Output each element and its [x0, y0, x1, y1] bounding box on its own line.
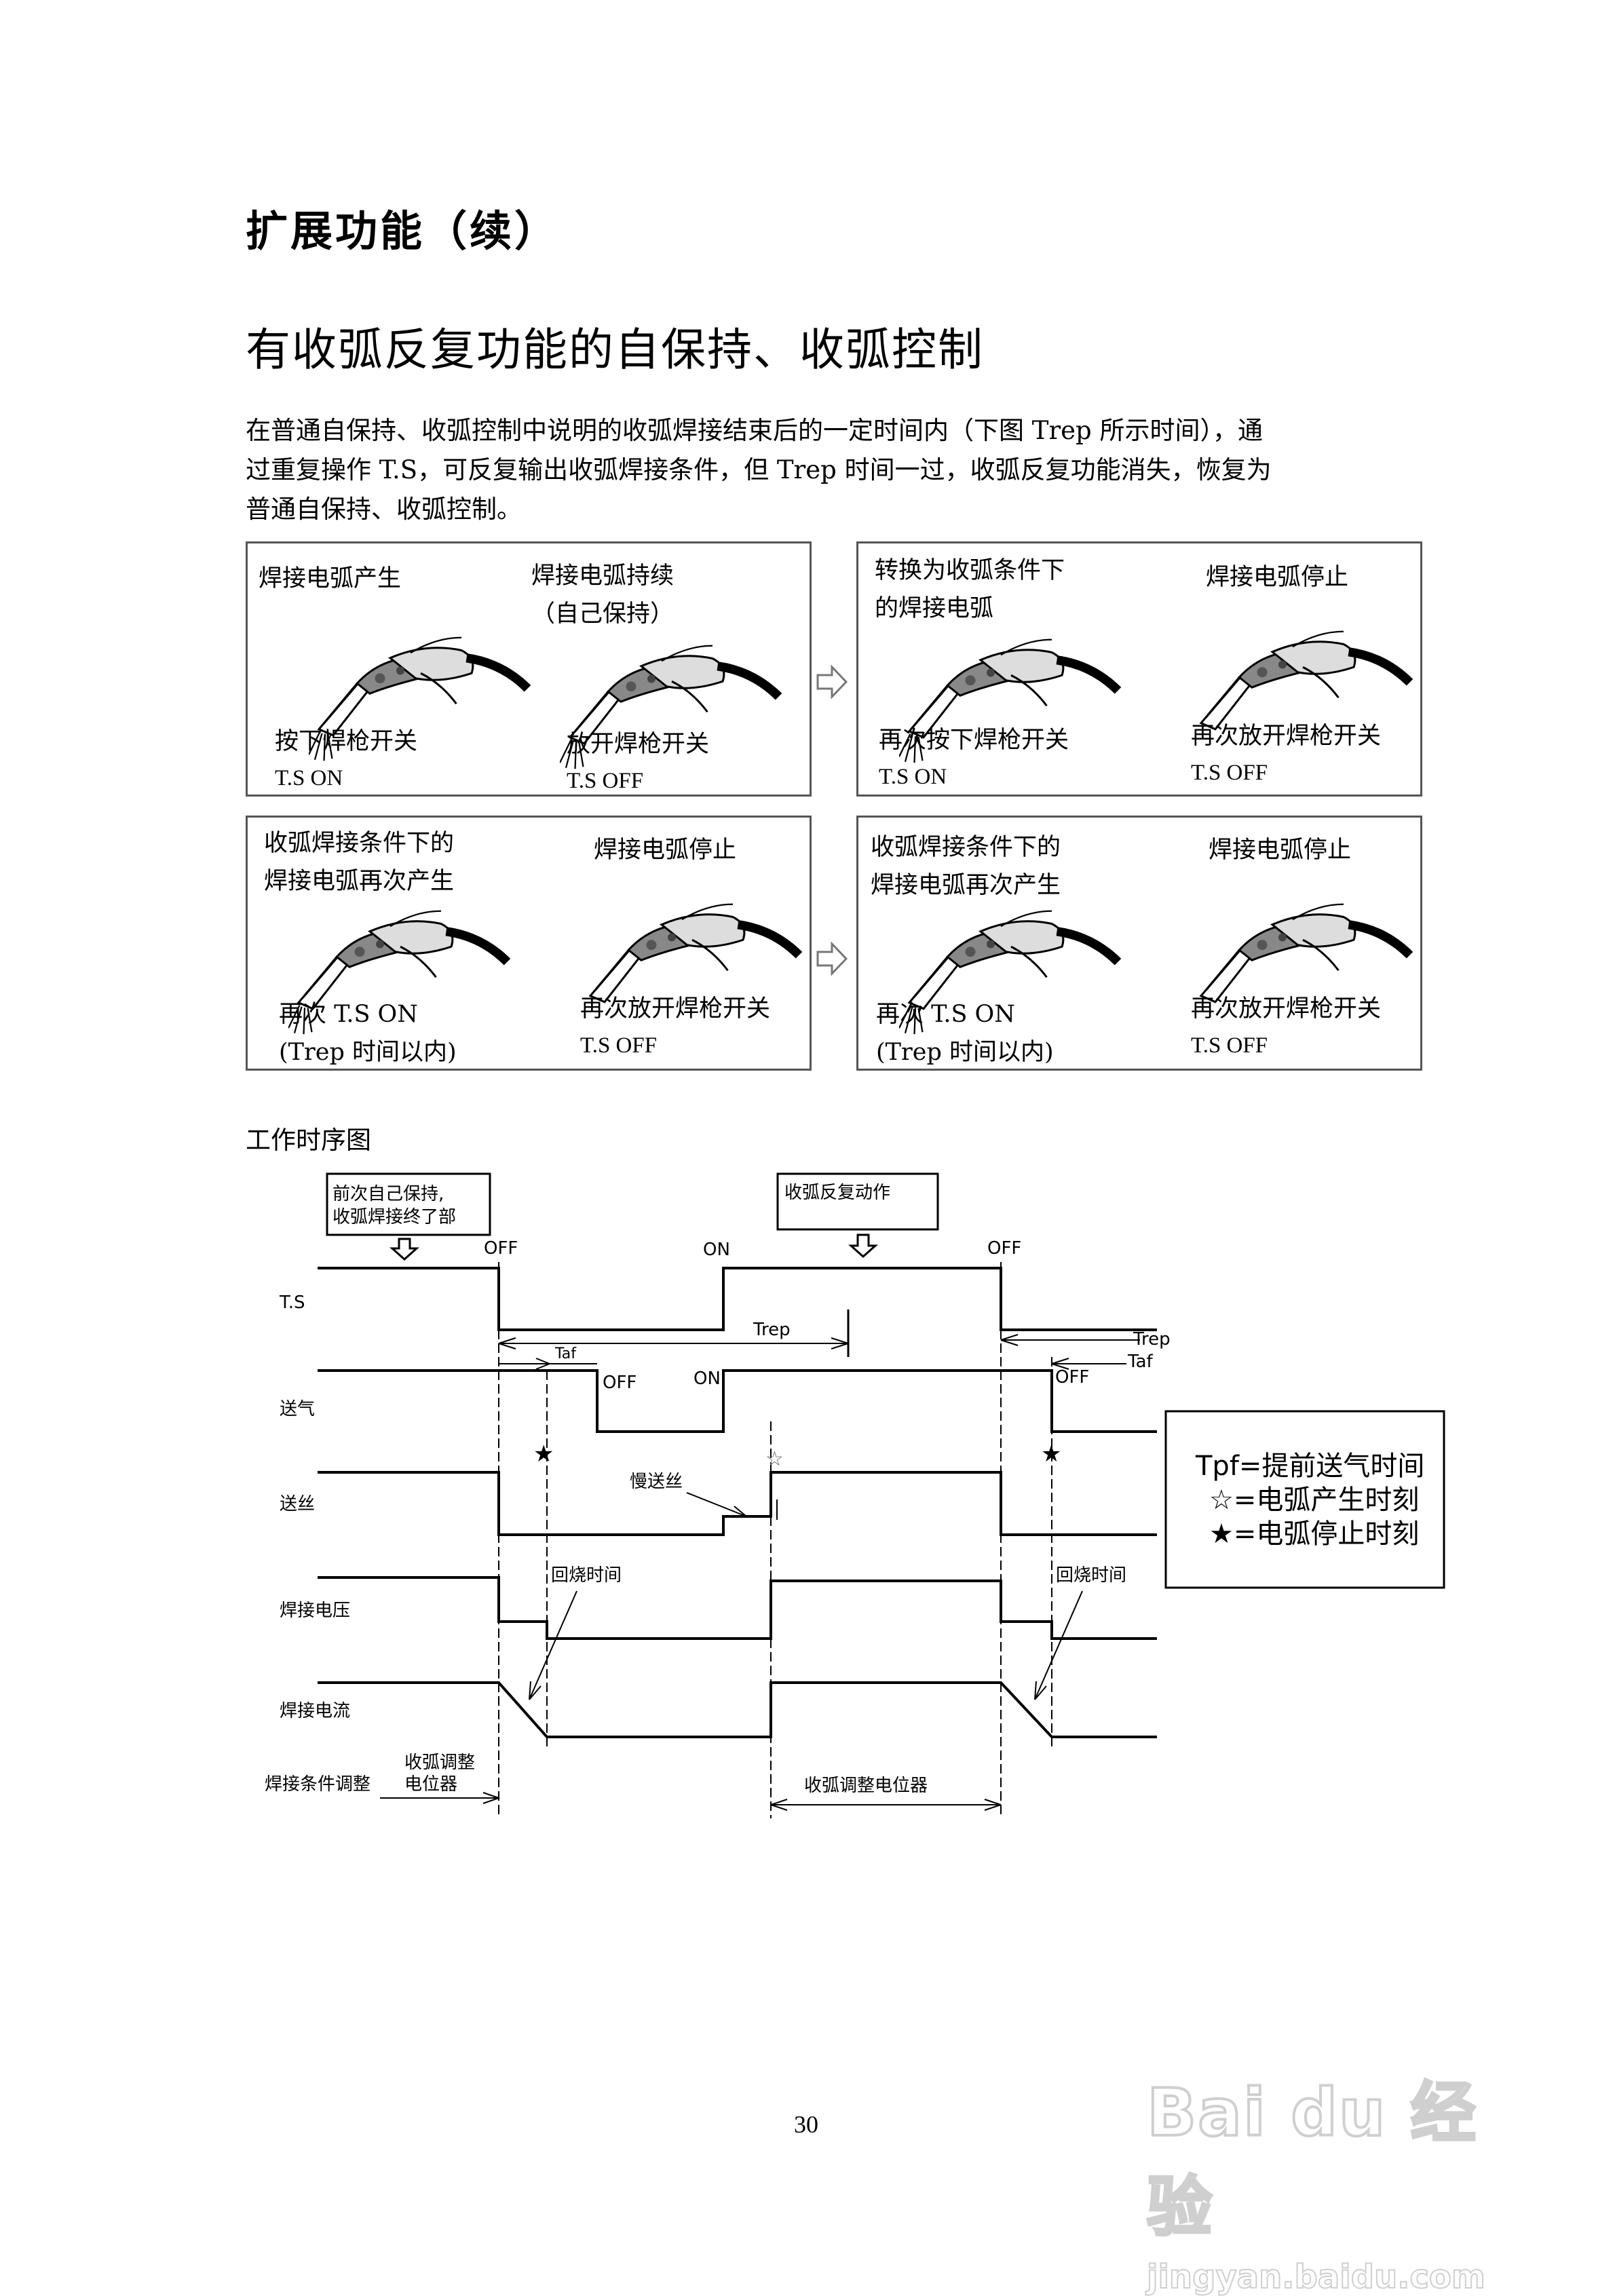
timing-chart-title: 工作时序图	[246, 1126, 371, 1155]
panel4-b-top: 焊接电弧停止	[1209, 837, 1352, 864]
panel4-b-bottom2: T.S OFF	[1191, 1033, 1268, 1058]
label-crater-pot: 收弧调整	[404, 1753, 475, 1773]
section-title: 扩展功能（续）	[246, 206, 560, 256]
panel3-a-top2: 焊接电弧再次产生	[264, 868, 455, 895]
panel3-b-bottom2: T.S OFF	[580, 1033, 658, 1058]
panel4-a-bottom2: (Trep 时间以内)	[876, 1039, 1054, 1066]
label-off: OFF	[484, 1238, 518, 1259]
panel4-a-top2: 焊接电弧再次产生	[871, 872, 1061, 899]
panel4-a-bottom1: 再次 T.S ON	[876, 1001, 1015, 1028]
panel3-a-top1: 收弧焊接条件下的	[264, 830, 455, 857]
legend-box	[1164, 1410, 1445, 1589]
signal-ts	[318, 1267, 1157, 1331]
step-panel-3: 收弧焊接条件下的 焊接电弧再次产生 再次 T.S ON (Trep 时间以内) …	[246, 816, 812, 1071]
label-trep-right: Trep	[1133, 1329, 1171, 1350]
step-panel-1: 焊接电弧产生 按下焊枪开关 T.S ON 焊接电弧持续 （自己保持） 放开焊枪开…	[246, 541, 812, 797]
panel2-a-bottom1: 再次按下焊枪开关	[879, 727, 1069, 754]
panel3-b-bottom1: 再次放开焊枪开关	[580, 995, 771, 1022]
row-label-wire: 送丝	[280, 1494, 315, 1514]
panel1-a-bottom2: T.S ON	[275, 766, 343, 790]
label-crater-pot: 收弧调整电位器	[804, 1776, 928, 1796]
legend-line3: ★=电弧停止时刻	[1209, 1518, 1419, 1550]
panel1-b-top2: （自己保持）	[531, 600, 674, 628]
label-burnback: 回烧时间	[551, 1565, 622, 1586]
baidu-watermark: Bai du 经验 jingyan.baidu.com	[1145, 2060, 1527, 2296]
panel1-b-bottom2: T.S OFF	[567, 769, 644, 793]
intro-line-2: 过重复操作 T.S，可反复输出收弧焊接条件，但 Trep 时间一过，收弧反复功能…	[246, 455, 1272, 484]
watermark-url: jingyan.baidu.com	[1146, 2257, 1486, 2296]
star-filled-icon: ★	[533, 1440, 554, 1468]
note1-line1: 前次自己保持,	[332, 1184, 444, 1204]
label-slow-wire: 慢送丝	[630, 1472, 683, 1492]
intro-line-1: 在普通自保持、收弧控制中说明的收弧焊接结束后的一定时间内（下图 Trep 所示时…	[246, 416, 1263, 445]
label-taf-right: Taf	[1127, 1352, 1154, 1372]
row-label-ts: T.S	[279, 1293, 305, 1313]
panel3-a-bottom2: (Trep 时间以内)	[279, 1039, 457, 1066]
panel3-b-top: 焊接电弧停止	[594, 837, 737, 864]
panel1-a-top: 焊接电弧产生	[259, 565, 402, 592]
panel4-a-top1: 收弧焊接条件下的	[871, 834, 1061, 861]
note1-line2: 收弧焊接终了部	[332, 1207, 456, 1227]
step-panel-4: 收弧焊接条件下的 焊接电弧再次产生 再次 T.S ON (Trep 时间以内) …	[856, 816, 1422, 1071]
label-crater-pot: 电位器	[404, 1774, 457, 1795]
label-on: ON	[694, 1369, 721, 1389]
panel3-a-bottom1: 再次 T.S ON	[279, 1001, 418, 1028]
signal-wire	[318, 1471, 1157, 1536]
panel2-a-top2: 的焊接电弧	[875, 595, 994, 622]
signal-current	[318, 1681, 1157, 1738]
row-label-condition: 焊接条件调整	[265, 1774, 370, 1795]
section-subtitle: 有收弧反复功能的自保持、收弧控制	[246, 324, 984, 376]
intro-line-3: 普通自保持、收弧控制。	[246, 495, 522, 524]
panel2-b-bottom2: T.S OFF	[1191, 761, 1268, 785]
label-off: OFF	[987, 1238, 1021, 1259]
panel2-b-bottom1: 再次放开焊枪开关	[1191, 723, 1382, 750]
row-label-gas: 送气	[280, 1399, 315, 1419]
label-burnback: 回烧时间	[1056, 1565, 1126, 1586]
right-hollow-arrow-icon	[816, 665, 848, 699]
panel2-a-bottom2: T.S ON	[879, 765, 947, 789]
row-label-voltage: 焊接电压	[280, 1601, 350, 1621]
row-label-current: 焊接电流	[280, 1701, 350, 1721]
watermark-logo: Bai du 经验	[1145, 2073, 1477, 2246]
panel2-b-top: 焊接电弧停止	[1206, 564, 1349, 591]
down-arrow-icon	[848, 1233, 878, 1259]
step-panel-2: 转换为收弧条件下 的焊接电弧 再次按下焊枪开关 T.S ON 焊接电弧停止 再次…	[856, 541, 1422, 797]
legend-line1: Tpf=提前送气时间	[1195, 1451, 1424, 1482]
label-taf: Taf	[554, 1345, 577, 1362]
label-off: OFF	[1055, 1367, 1089, 1388]
signal-gas	[318, 1369, 1157, 1433]
note2-text: 收弧反复动作	[784, 1183, 890, 1203]
label-off: OFF	[603, 1373, 636, 1393]
panel1-b-bottom1: 放开焊枪开关	[567, 731, 710, 758]
panel4-b-bottom1: 再次放开焊枪开关	[1191, 995, 1382, 1022]
panel1-b-top1: 焊接电弧持续	[531, 562, 674, 590]
panel2-a-top1: 转换为收弧条件下	[875, 557, 1065, 584]
note-box-2	[776, 1172, 939, 1231]
signal-voltage	[318, 1576, 1157, 1640]
label-trep: Trep	[753, 1320, 791, 1340]
page-number: 30	[794, 2111, 818, 2138]
down-arrow-icon	[390, 1238, 419, 1261]
note-box-1	[326, 1172, 491, 1236]
panel1-a-bottom1: 按下焊枪开关	[275, 728, 418, 755]
right-hollow-arrow-icon	[816, 942, 848, 976]
star-open-icon: ☆	[765, 1447, 784, 1471]
label-on: ON	[703, 1240, 730, 1260]
star-filled-icon: ★	[1041, 1440, 1061, 1468]
legend-line2: ☆=电弧产生时刻	[1209, 1485, 1419, 1516]
